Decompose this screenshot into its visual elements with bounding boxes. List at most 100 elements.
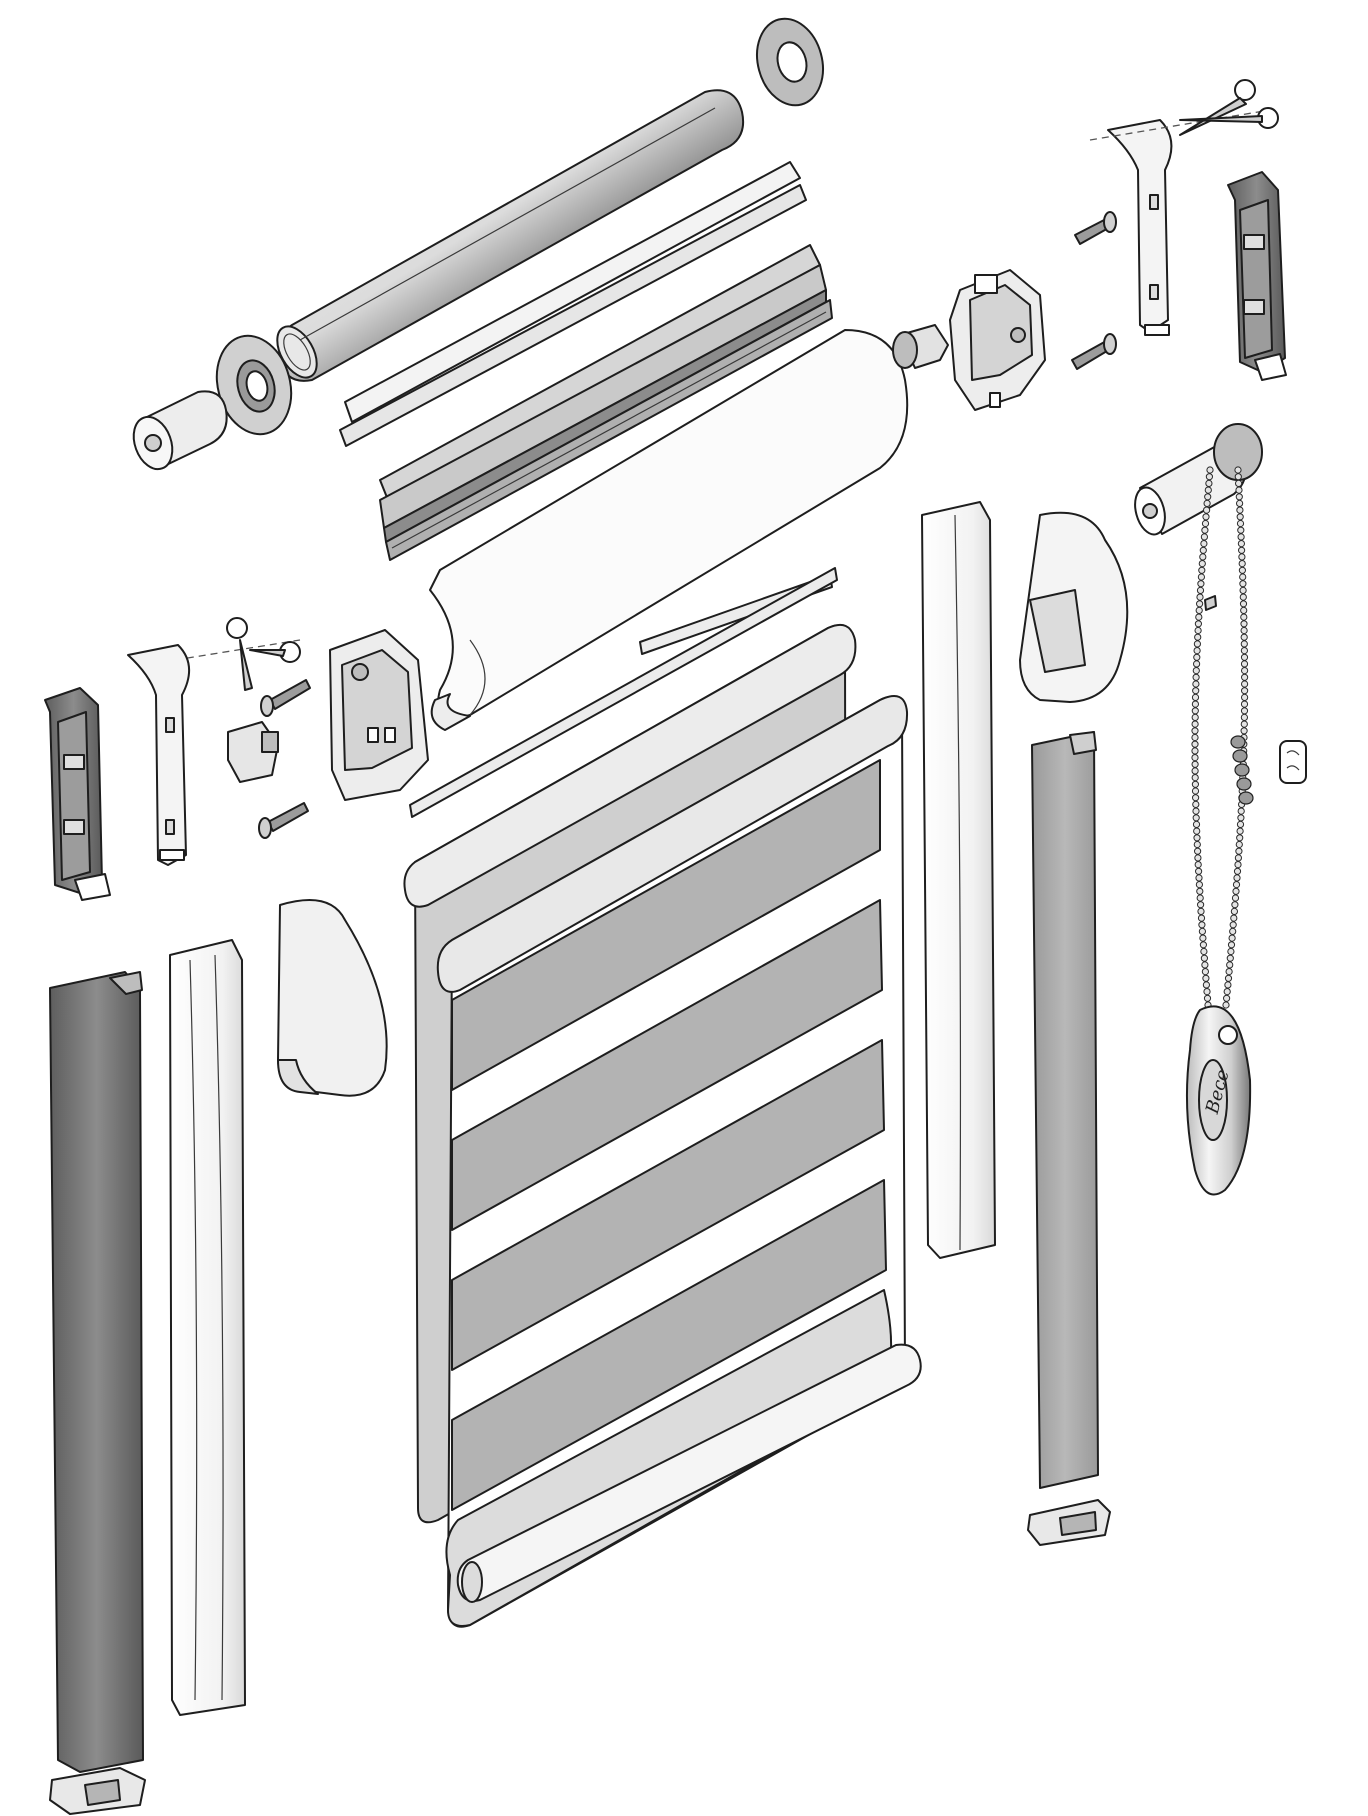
chain-bead (1191, 774, 1199, 782)
chain-bead (1206, 466, 1214, 474)
left-wall-bracket (44, 687, 111, 901)
chain-bead (1240, 626, 1248, 635)
chain-bead (1191, 713, 1199, 722)
chain-bead (1193, 660, 1201, 668)
chain-bead (1203, 988, 1211, 996)
chain-bead (1234, 466, 1242, 474)
chain-bead (1240, 647, 1249, 655)
chain-bead (1230, 914, 1238, 922)
chain-bead (1238, 560, 1246, 568)
chain-bead (1197, 907, 1205, 916)
chain-bead (1240, 720, 1248, 728)
right-end-cap-bracket (949, 269, 1046, 411)
chain-bead (1240, 640, 1248, 648)
chain-bead (1191, 720, 1199, 728)
left-side-channel-white (169, 939, 246, 1716)
chain-bead (1203, 994, 1212, 1002)
chain-bead (1235, 479, 1243, 487)
chain-bead (1193, 647, 1201, 655)
chain-bead (1241, 667, 1249, 675)
chain-bead (1194, 633, 1202, 641)
chain-bead (1236, 519, 1245, 528)
chain-bead (1191, 760, 1199, 768)
chain-bead (1237, 540, 1246, 548)
chain-bead (1240, 707, 1249, 715)
chain-bead (1236, 827, 1244, 835)
chain-bead (1235, 493, 1243, 501)
left-end-cap-bracket (329, 629, 429, 801)
chain-bead (1195, 874, 1203, 882)
chain-bead (1226, 954, 1234, 962)
chain-bead (1237, 807, 1245, 815)
chain-stopper (1232, 749, 1248, 763)
chain-bead (1202, 974, 1210, 982)
chain-bead (1191, 707, 1199, 715)
chain-bead (1200, 947, 1208, 956)
chain-bead (1235, 847, 1243, 855)
chain-bead (1197, 914, 1206, 922)
chain-bead (1236, 513, 1244, 521)
chain-bead (1199, 941, 1208, 949)
roller-tube (276, 89, 744, 382)
chain-bead (1240, 727, 1248, 735)
chain-bead (1191, 693, 1200, 702)
chain-bead (1199, 546, 1207, 554)
chain-bead (1195, 606, 1203, 615)
chain-bead (1191, 700, 1200, 708)
chain-connector (1204, 595, 1217, 611)
left-side-channel-dark (49, 971, 144, 1773)
chain-bead (1240, 620, 1248, 628)
chain-bead (1191, 727, 1199, 735)
right-mounting-clip (1107, 119, 1173, 336)
chain-bead (1236, 820, 1245, 829)
chain-bead (1192, 673, 1200, 681)
chain-safety-clip (1279, 740, 1307, 784)
chain-bead (1239, 586, 1247, 595)
right-screw-top (1074, 211, 1117, 245)
chain-weight: Bece (1185, 1005, 1252, 1196)
chain-bead (1229, 921, 1237, 929)
chain-bead (1195, 881, 1204, 889)
chain-bead (1236, 506, 1244, 514)
chain-bead (1240, 613, 1248, 621)
right-channel-end-cap (1027, 1499, 1111, 1546)
chain-bead (1198, 921, 1206, 929)
chain-bead (1194, 861, 1202, 869)
control-chain (1191, 466, 1254, 1009)
chain-bead (1203, 499, 1211, 507)
chain-bead (1240, 700, 1249, 708)
chain-bead (1234, 861, 1242, 869)
chain-bead (1191, 780, 1200, 788)
chain-bead (1201, 526, 1209, 534)
chain-bead (1193, 827, 1201, 835)
roller-fabric-profile-upper (339, 161, 807, 447)
chain-bead (1196, 593, 1204, 601)
right-side-channel-dark (1031, 731, 1099, 1489)
chain-bead (1196, 894, 1204, 902)
chain-bead (1226, 961, 1234, 969)
chain-bead (1201, 968, 1210, 976)
bottom-weight-bar (456, 1343, 922, 1603)
right-screw-bottom (1071, 333, 1117, 370)
chain-bead (1228, 934, 1236, 942)
chain-bead (1192, 807, 1200, 815)
chain-bead (1194, 620, 1203, 628)
chain-bead (1241, 680, 1249, 688)
chain-bead (1201, 519, 1210, 528)
chain-bead (1201, 961, 1209, 969)
chain-bead (1193, 834, 1201, 842)
chain-bead (1197, 901, 1205, 909)
chain-bead (1239, 593, 1247, 601)
chain-bead (1193, 640, 1202, 648)
chain-bead (1229, 927, 1237, 936)
tube-washer-left (215, 334, 293, 436)
left-mounting-clip (127, 644, 190, 866)
chain-bead (1195, 867, 1203, 875)
chain-bead (1240, 653, 1249, 661)
right-wall-bracket (1227, 171, 1287, 381)
chain-bead (1203, 506, 1211, 514)
chain-bead (1239, 580, 1247, 588)
chain-bead (1193, 653, 1201, 661)
